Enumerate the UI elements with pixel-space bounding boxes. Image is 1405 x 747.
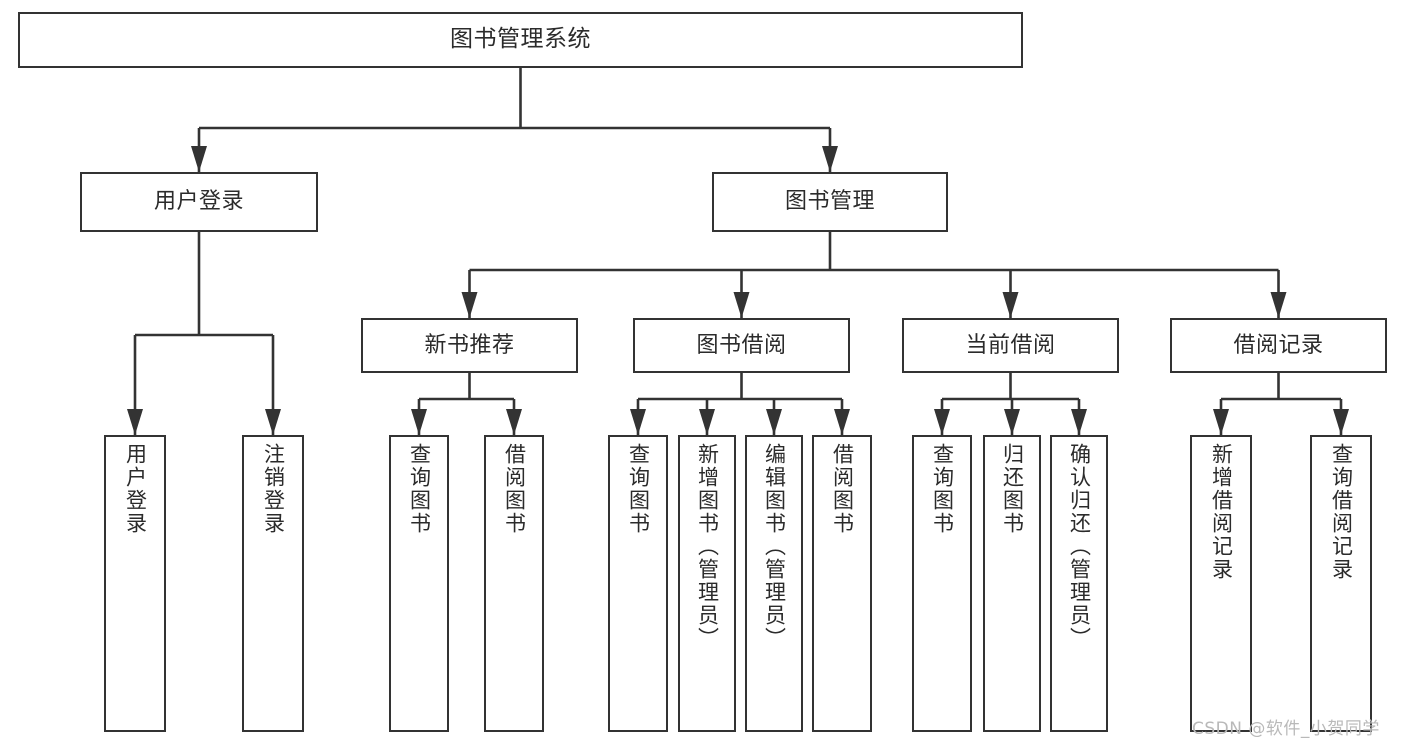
node-label: 用户登录 (153, 189, 244, 215)
node-label: 借阅图书 (502, 443, 527, 535)
csdn-watermark: CSDN @软件_小贺同学 (1192, 719, 1380, 739)
arrowhead-icon (127, 409, 143, 435)
node-leaf-user-login[interactable]: 用户登录 (104, 435, 166, 732)
node-leaf-confirm[interactable]: 确认归还（管理员） (1050, 435, 1108, 732)
node-label: 确认归还（管理员） (1067, 443, 1092, 650)
arrowhead-icon (766, 409, 782, 435)
node-leaf-query-rec[interactable]: 查询借阅记录 (1310, 435, 1372, 732)
node-user-login[interactable]: 用户登录 (80, 172, 318, 232)
arrowhead-icon (265, 409, 281, 435)
node-borrow-record[interactable]: 借阅记录 (1170, 318, 1387, 373)
arrowhead-icon (191, 146, 207, 172)
node-leaf-borrow-1[interactable]: 借阅图书 (484, 435, 544, 732)
node-leaf-logout[interactable]: 注销登录 (242, 435, 304, 732)
arrowhead-icon (934, 409, 950, 435)
arrowhead-icon (733, 292, 750, 318)
arrowhead-icon (1004, 409, 1020, 435)
node-leaf-return[interactable]: 归还图书 (983, 435, 1041, 732)
node-label: 图书管理系统 (450, 26, 591, 53)
arrowhead-icon (506, 409, 522, 435)
node-label: 归还图书 (1000, 443, 1025, 535)
arrowhead-icon (834, 409, 850, 435)
node-new-book-rec[interactable]: 新书推荐 (361, 318, 578, 373)
node-label: 图书管理 (784, 189, 875, 215)
node-label: 借阅图书 (830, 443, 855, 535)
node-leaf-query-2[interactable]: 查询图书 (608, 435, 668, 732)
node-leaf-edit-book[interactable]: 编辑图书（管理员） (745, 435, 803, 732)
node-label: 查询图书 (626, 443, 651, 535)
node-leaf-add-book[interactable]: 新增图书（管理员） (678, 435, 736, 732)
node-label: 新书推荐 (424, 332, 515, 358)
node-leaf-borrow-2[interactable]: 借阅图书 (812, 435, 872, 732)
arrowhead-icon (411, 409, 427, 435)
node-root[interactable]: 图书管理系统 (18, 12, 1023, 68)
arrowhead-icon (1002, 292, 1019, 318)
node-label: 编辑图书（管理员） (762, 443, 787, 650)
node-label: 用户登录 (123, 443, 148, 535)
arrowhead-icon (1333, 409, 1349, 435)
node-book-manage[interactable]: 图书管理 (712, 172, 948, 232)
node-label: 新增借阅记录 (1209, 443, 1234, 581)
node-label: 查询图书 (407, 443, 432, 535)
node-label: 注销登录 (261, 443, 286, 535)
node-label: 新增图书（管理员） (695, 443, 720, 650)
node-leaf-query-1[interactable]: 查询图书 (389, 435, 449, 732)
node-leaf-add-rec[interactable]: 新增借阅记录 (1190, 435, 1252, 732)
node-current-borrow[interactable]: 当前借阅 (902, 318, 1119, 373)
node-book-borrow[interactable]: 图书借阅 (633, 318, 850, 373)
arrowhead-icon (822, 146, 838, 172)
node-label: 查询图书 (930, 443, 955, 535)
node-label: 查询借阅记录 (1329, 443, 1354, 581)
node-label: 当前借阅 (965, 332, 1056, 358)
node-label: 图书借阅 (696, 332, 787, 358)
arrowhead-icon (699, 409, 715, 435)
arrowhead-icon (1213, 409, 1229, 435)
node-leaf-query-3[interactable]: 查询图书 (912, 435, 972, 732)
arrowhead-icon (630, 409, 646, 435)
arrowhead-icon (1270, 292, 1287, 318)
arrowhead-icon (461, 292, 478, 318)
node-label: 借阅记录 (1233, 332, 1324, 358)
arrowhead-icon (1071, 409, 1087, 435)
